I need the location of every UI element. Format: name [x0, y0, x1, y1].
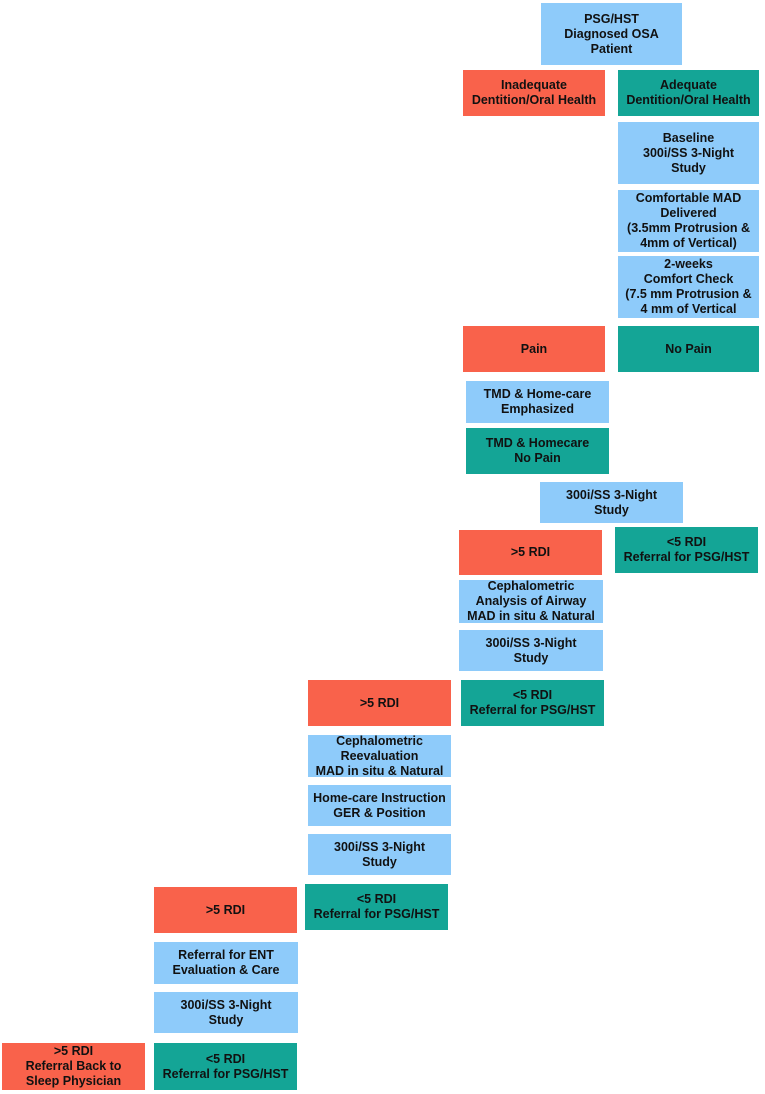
ceph-reevaluation-node: Cephalometric Reevaluation MAD in situ &…: [308, 734, 451, 778]
adequate-dentition-node: Adequate Dentition/Oral Health: [618, 70, 759, 116]
baseline-study-node: Baseline 300i/SS 3-Night Study: [618, 122, 759, 184]
mad-delivered-node: Comfortable MAD Delivered (3.5mm Protrus…: [618, 190, 759, 252]
lt5-rdi-4-node: <5 RDI Referral for PSG/HST: [154, 1043, 297, 1090]
gt5-rdi-3-node: >5 RDI: [154, 887, 297, 933]
study-3-node: 300i/SS 3-Night Study: [308, 834, 451, 875]
start-node: PSG/HST Diagnosed OSA Patient: [541, 3, 682, 65]
no-pain-node: No Pain: [618, 326, 759, 372]
tmd-emphasized-node: TMD & Home-care Emphasized: [466, 381, 609, 423]
gt5-rdi-1-node: >5 RDI: [459, 530, 602, 575]
study-1-node: 300i/SS 3-Night Study: [540, 482, 683, 523]
study-4-node: 300i/SS 3-Night Study: [154, 992, 298, 1033]
gt5-rdi-final-node: >5 RDI Referral Back to Sleep Physician: [2, 1043, 145, 1090]
ceph-analysis-node: Cephalometric Analysis of Airway MAD in …: [459, 579, 603, 623]
inadequate-dentition-node: Inadequate Dentition/Oral Health: [463, 70, 605, 116]
pain-node: Pain: [463, 326, 605, 372]
lt5-rdi-2-node: <5 RDI Referral for PSG/HST: [461, 680, 604, 726]
comfort-check-node: 2-weeks Comfort Check (7.5 mm Protrusion…: [618, 256, 759, 318]
tmd-no-pain-node: TMD & Homecare No Pain: [466, 428, 609, 474]
ent-referral-node: Referral for ENT Evaluation & Care: [154, 942, 298, 984]
lt5-rdi-1-node: <5 RDI Referral for PSG/HST: [615, 527, 758, 573]
homecare-instruction-node: Home-care Instruction GER & Position: [308, 785, 451, 826]
gt5-rdi-2-node: >5 RDI: [308, 680, 451, 726]
lt5-rdi-3-node: <5 RDI Referral for PSG/HST: [305, 884, 448, 930]
study-2-node: 300i/SS 3-Night Study: [459, 630, 603, 671]
